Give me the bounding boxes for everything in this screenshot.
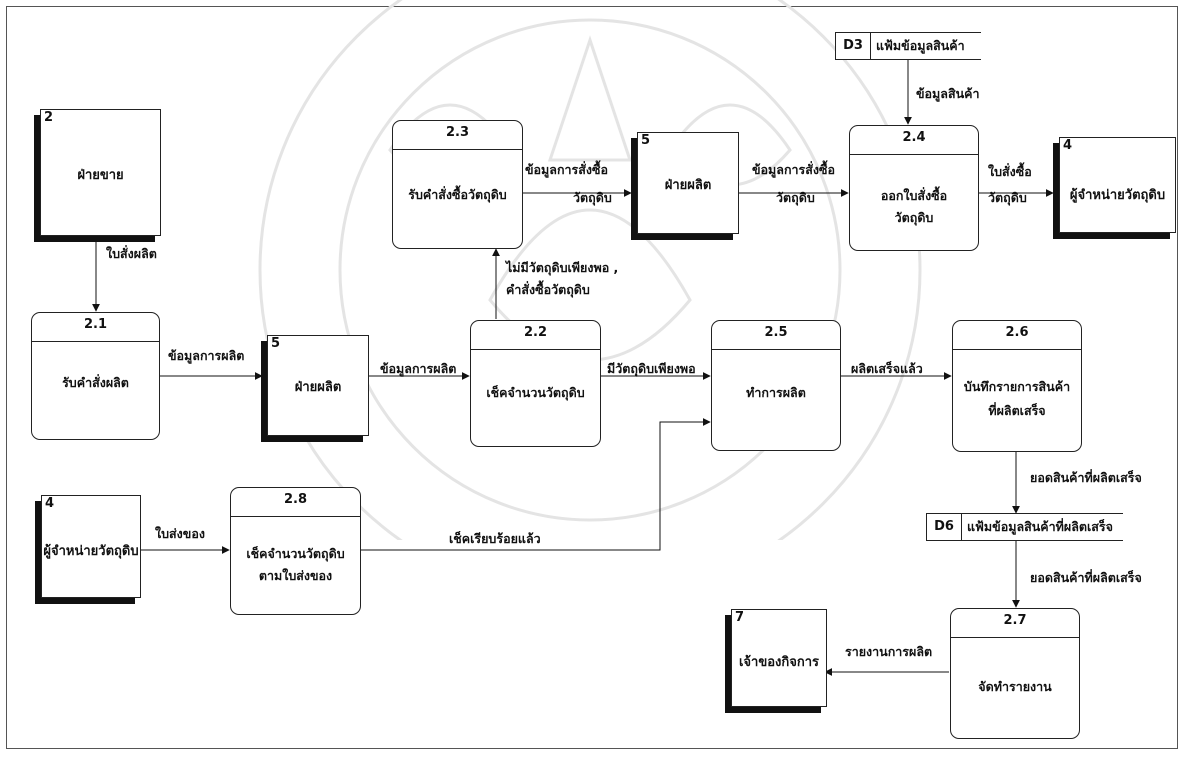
process-name: วัตถุดิบ <box>894 210 934 225</box>
entity-number: 7 <box>735 610 745 625</box>
entity-label: ฝ่ายขาย <box>77 168 124 183</box>
flow-label-purchase-order: วัตถุดิบ <box>988 190 1027 205</box>
entity-number: 4 <box>1063 138 1073 153</box>
entity-number: 5 <box>271 336 281 351</box>
entity-label: ผู้จำหน่ายวัตถุดิบ <box>43 544 139 559</box>
process-name: ตามใบส่งของ <box>258 568 333 583</box>
process-2-5: 2.5 ทำการผลิต <box>711 320 841 451</box>
flow-label-purchase-data: ข้อมูลการสั่งซื้อ <box>525 162 608 177</box>
process-id: 2.8 <box>283 492 308 507</box>
process-name: ที่ผลิตเสร็จ <box>988 403 1046 418</box>
process-id: 2.1 <box>83 317 108 332</box>
diagram-frame <box>6 6 1178 749</box>
process-id: 2.3 <box>445 125 470 140</box>
entity-supplier-right: 4 ผู้จำหน่ายวัตถุดิบ <box>1059 137 1176 233</box>
flow-label-insufficient-material: คำสั่งซื้อวัตถุดิบ <box>506 282 590 297</box>
entity-production-mid: 5 ฝ่ายผลิต <box>267 335 369 436</box>
flow-label-sufficient-material: มีวัตถุดิบเพียงพอ <box>607 361 696 376</box>
entity-production-top: 5 ฝ่ายผลิต <box>637 132 739 234</box>
flow-label-product-data: ข้อมูลสินค้า <box>916 86 980 101</box>
process-name: รับคำสั่งซื้อวัตถุดิบ <box>408 187 507 202</box>
flow-label-finished: ผลิตเสร็จแล้ว <box>851 361 923 376</box>
process-id: 2.6 <box>1005 325 1029 340</box>
process-2-3: 2.3 รับคำสั่งซื้อวัตถุดิบ <box>392 120 523 249</box>
flow-label-finished-total: ยอดสินค้าที่ผลิตเสร็จ <box>1030 570 1142 585</box>
flow-label-purchase-data: วัตถุดิบ <box>573 190 612 205</box>
flow-label-production-data: ข้อมูลการผลิต <box>168 348 245 363</box>
datastore-d6: D6 แฟ้มข้อมูลสินค้าที่ผลิตเสร็จ <box>926 513 1123 541</box>
process-2-8: 2.8 เช็คจำนวนวัตถุดิบ ตามใบส่งของ <box>230 487 361 615</box>
flow-label-finished-total: ยอดสินค้าที่ผลิตเสร็จ <box>1030 470 1142 485</box>
entity-label: เจ้าของกิจการ <box>738 655 820 670</box>
flow-label-purchase-data: ข้อมูลการสั่งซื้อ <box>752 162 835 177</box>
entity-supplier-left: 4 ผู้จำหน่ายวัตถุดิบ <box>41 495 141 598</box>
process-name: จัดทำรายงาน <box>978 679 1052 694</box>
flow-label-production-order: ใบสั่งผลิต <box>106 246 157 261</box>
datastore-d3: D3 แฟ้มข้อมูลสินค้า <box>835 32 981 60</box>
flow-label-purchase-data: วัตถุดิบ <box>776 190 815 205</box>
datastore-name: แฟ้มข้อมูลสินค้าที่ผลิตเสร็จ <box>967 519 1113 534</box>
flow-label-purchase-order: ใบสั่งซื้อ <box>988 164 1032 179</box>
entity-label: ผู้จำหน่ายวัตถุดิบ <box>1069 188 1166 203</box>
process-2-1: 2.1 รับคำสั่งผลิต <box>31 312 160 440</box>
entity-sales: 2 ฝ่ายขาย <box>40 109 161 236</box>
process-name: บันทึกรายการสินค้า <box>963 379 1071 394</box>
process-name: รับคำสั่งผลิต <box>62 375 129 390</box>
process-name: ทำการผลิต <box>746 385 806 400</box>
entity-label: ฝ่ายผลิต <box>294 380 342 395</box>
flow-label-insufficient-material: ไม่มีวัตถุดิบเพียงพอ , <box>506 260 619 275</box>
entity-label: ฝ่ายผลิต <box>664 178 712 193</box>
process-2-6: 2.6 บันทึกรายการสินค้า ที่ผลิตเสร็จ <box>952 320 1082 452</box>
process-id: 2.7 <box>1003 613 1027 628</box>
process-name: ออกใบสั่งซื้อ <box>880 188 948 203</box>
entity-number: 4 <box>45 496 55 511</box>
process-id: 2.4 <box>902 130 926 145</box>
datastore-name: แฟ้มข้อมูลสินค้า <box>876 38 965 53</box>
flow-label-checked: เช็คเรียบร้อยแล้ว <box>449 531 541 546</box>
flow-label-delivery-note: ใบส่งของ <box>155 526 205 541</box>
process-name: เช็คจำนวนวัตถุดิบ <box>486 385 585 400</box>
datastore-id: D6 <box>927 514 962 540</box>
process-id: 2.2 <box>523 325 548 340</box>
flow-label-production-data: ข้อมูลการผลิต <box>380 361 457 376</box>
entity-owner: 7 เจ้าของกิจการ <box>731 609 827 707</box>
process-2-4: 2.4 ออกใบสั่งซื้อ วัตถุดิบ <box>849 125 979 251</box>
entity-number: 5 <box>641 133 651 148</box>
process-name: เช็คจำนวนวัตถุดิบ <box>246 546 345 561</box>
process-id: 2.5 <box>764 325 788 340</box>
datastore-id: D3 <box>836 33 871 59</box>
arrow-2-8-to-2-5 <box>361 418 711 551</box>
flow-label-production-report: รายงานการผลิต <box>845 644 933 659</box>
process-2-2: 2.2 เช็คจำนวนวัตถุดิบ <box>470 320 601 447</box>
process-2-7: 2.7 จัดทำรายงาน <box>950 608 1080 739</box>
entity-number: 2 <box>44 110 54 125</box>
